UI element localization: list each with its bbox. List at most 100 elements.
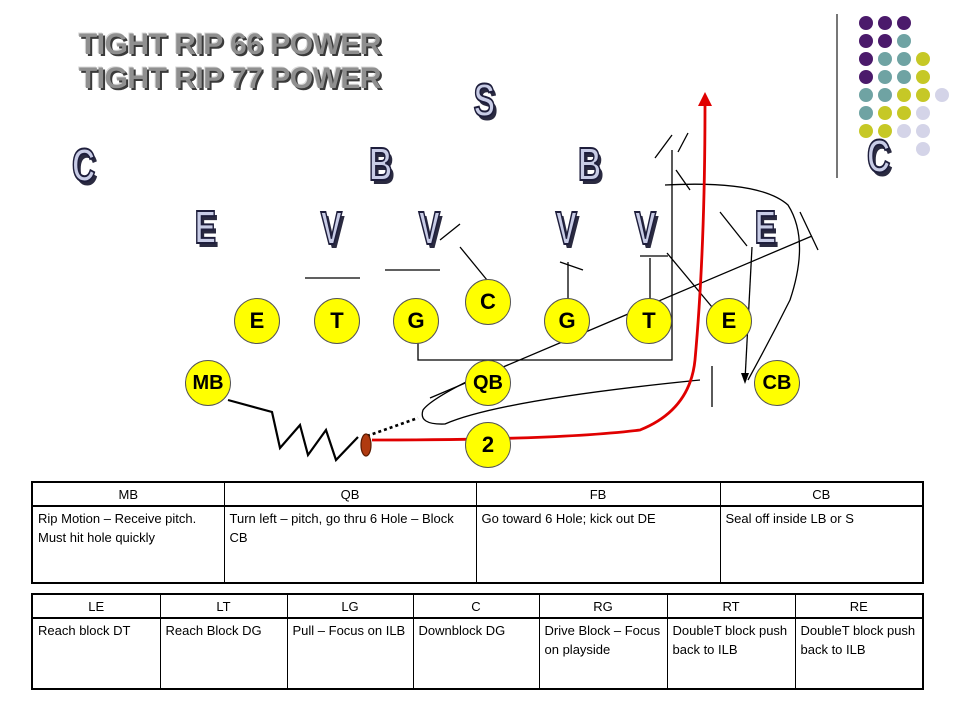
pull-stub-1 bbox=[654, 134, 673, 159]
backs-assignment-table: MB QB FB CB Rip Motion – Receive pitch. … bbox=[31, 481, 924, 584]
decorative-dot bbox=[878, 88, 892, 102]
block-stub-rg bbox=[559, 261, 584, 271]
table-header: QB bbox=[223, 481, 477, 507]
play-title-2: TIGHT RIP 77 POWER bbox=[78, 62, 382, 95]
play-title-1: TIGHT RIP 66 POWER bbox=[78, 28, 382, 61]
table-header: MB bbox=[31, 481, 225, 507]
table-header: RT bbox=[666, 593, 796, 619]
table-header: C bbox=[412, 593, 540, 619]
player-center: C bbox=[465, 279, 511, 325]
decorative-dot bbox=[916, 88, 930, 102]
player-left-tackle: T bbox=[314, 298, 360, 344]
table-cell: Downblock DG bbox=[412, 617, 540, 690]
decorative-dot bbox=[878, 106, 892, 120]
motion-zigzag bbox=[227, 398, 359, 463]
table-cell: Seal off inside LB or S bbox=[719, 505, 924, 584]
decorative-dot bbox=[916, 52, 930, 66]
football bbox=[360, 433, 372, 457]
block-stub-e bbox=[799, 211, 819, 251]
table-header: CB bbox=[719, 481, 924, 507]
defender-safety: S bbox=[473, 74, 496, 126]
block-lines bbox=[227, 132, 819, 463]
table-cell: Turn left – pitch, go thru 6 Hole – Bloc… bbox=[223, 505, 477, 584]
table-cell: DoubleT block push back to ILB bbox=[666, 617, 796, 690]
player-right-tackle: T bbox=[626, 298, 672, 344]
decorative-dot bbox=[859, 124, 873, 138]
pull-stub-2 bbox=[677, 132, 689, 153]
decorative-dot bbox=[897, 52, 911, 66]
player-right-guard: G bbox=[544, 298, 590, 344]
fb-kickout-path bbox=[664, 183, 801, 381]
table-header: LG bbox=[286, 593, 414, 619]
table-cell: Pull – Focus on ILB bbox=[286, 617, 414, 690]
table-row: Reach block DT Reach Block DG Pull – Foc… bbox=[31, 617, 924, 690]
table-cell: Rip Motion – Receive pitch. Must hit hol… bbox=[31, 505, 225, 584]
decorative-dot bbox=[878, 16, 892, 30]
table-cell: DoubleT block push back to ILB bbox=[794, 617, 924, 690]
block-line-re bbox=[666, 252, 713, 308]
decorative-dot bbox=[897, 34, 911, 48]
table-cell: Drive Block – Focus on playside bbox=[538, 617, 668, 690]
player-tailback: 2 bbox=[465, 422, 511, 468]
qb-path bbox=[421, 379, 701, 425]
defender-v-2: V bbox=[418, 202, 441, 254]
table-header-row: MB QB FB CB bbox=[31, 481, 924, 507]
defender-v-1: V bbox=[320, 202, 343, 254]
table-cell: Go toward 6 Hole; kick out DE bbox=[475, 505, 721, 584]
defender-corner-right: C bbox=[866, 130, 891, 182]
table-header: LT bbox=[159, 593, 288, 619]
decorative-dot bbox=[897, 106, 911, 120]
decorative-dot bbox=[859, 52, 873, 66]
decorative-dot bbox=[897, 124, 911, 138]
defender-end-right: E bbox=[754, 201, 777, 253]
decorative-dot bbox=[935, 88, 949, 102]
block-line-c bbox=[459, 246, 488, 281]
decorative-dot bbox=[878, 34, 892, 48]
decorative-dot bbox=[878, 124, 892, 138]
pitch-dotted-line bbox=[366, 416, 419, 438]
decorative-dot bbox=[859, 16, 873, 30]
decorative-dot bbox=[897, 16, 911, 30]
decorative-dot bbox=[859, 70, 873, 84]
block-stub-re bbox=[719, 211, 748, 247]
table-header: FB bbox=[475, 481, 721, 507]
decorative-dot bbox=[878, 70, 892, 84]
table-cell: Reach Block DG bbox=[159, 617, 288, 690]
ball-carrier-arrow-head bbox=[698, 92, 712, 106]
pull-stub-3 bbox=[675, 169, 691, 191]
defender-corner-left: C bbox=[71, 139, 96, 191]
player-left-guard: G bbox=[393, 298, 439, 344]
decorative-dot bbox=[878, 52, 892, 66]
player-quarterback: QB bbox=[465, 360, 511, 406]
defender-backer-right: B bbox=[577, 138, 602, 190]
table-header: RE bbox=[794, 593, 924, 619]
decorative-dot bbox=[859, 88, 873, 102]
table-cell: Reach block DT bbox=[31, 617, 161, 690]
decorative-dot bbox=[897, 70, 911, 84]
defender-end-left: E bbox=[194, 201, 217, 253]
player-left-end: E bbox=[234, 298, 280, 344]
player-cornerback: CB bbox=[754, 360, 800, 406]
cb-arrow-head bbox=[741, 373, 749, 384]
table-header: LE bbox=[31, 593, 161, 619]
decorative-dot bbox=[897, 88, 911, 102]
ball-carrier-path bbox=[371, 104, 707, 442]
decorative-dot bbox=[859, 34, 873, 48]
decorative-dot bbox=[859, 106, 873, 120]
line-assignment-table: LE LT LG C RG RT RE Reach block DT Reach… bbox=[31, 593, 924, 690]
decorative-dot bbox=[916, 70, 930, 84]
player-motion-back: MB bbox=[185, 360, 231, 406]
block-stub-c bbox=[439, 223, 461, 241]
player-right-end: E bbox=[706, 298, 752, 344]
decorative-dot bbox=[916, 124, 930, 138]
guard-pull-path bbox=[417, 150, 673, 361]
defender-backer-left: B bbox=[368, 138, 393, 190]
decorative-dot bbox=[916, 142, 930, 156]
table-header: RG bbox=[538, 593, 668, 619]
table-row: Rip Motion – Receive pitch. Must hit hol… bbox=[31, 505, 924, 584]
defender-v-3: V bbox=[555, 202, 578, 254]
decorative-dot bbox=[916, 106, 930, 120]
defender-v-4: V bbox=[634, 202, 657, 254]
decorative-divider-line bbox=[836, 14, 838, 178]
table-header-row: LE LT LG C RG RT RE bbox=[31, 593, 924, 619]
